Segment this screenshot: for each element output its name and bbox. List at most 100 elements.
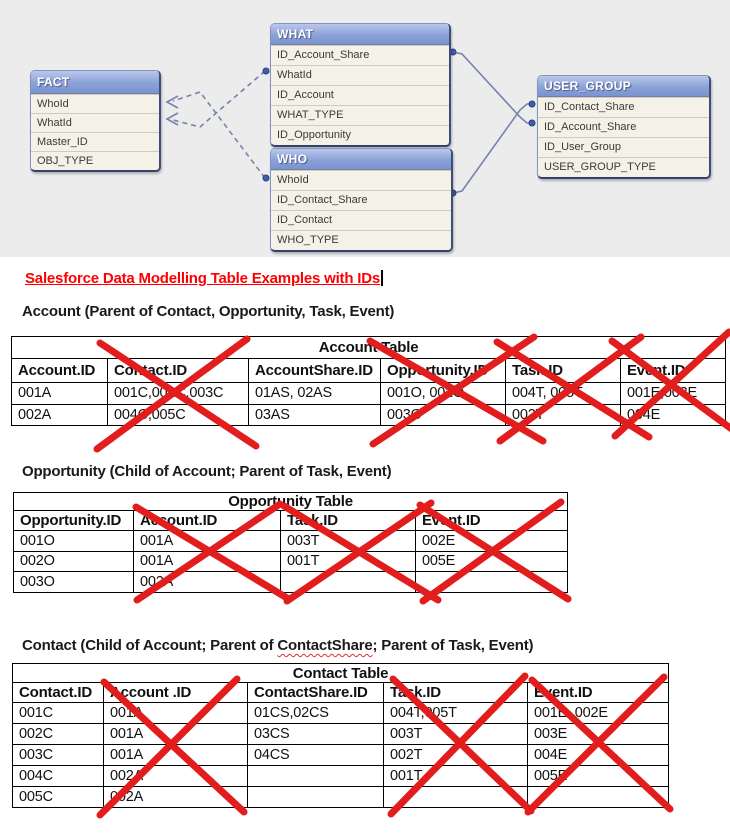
column-header: AccountShare.ID [248, 358, 381, 383]
table-cell: 004T,005T [383, 702, 528, 724]
table-cell: 01AS, 02AS [248, 382, 381, 405]
document-title: Salesforce Data Modelling Table Examples… [25, 270, 384, 287]
link-what-to-fact [172, 70, 266, 128]
table-cell: 002T [505, 403, 621, 426]
table-cell: 03CS [247, 723, 384, 745]
table-cell: 005C [12, 786, 104, 808]
table-cell: 03AS [248, 403, 381, 426]
table-cell: 001E, 002E [526, 702, 670, 724]
table-cell: 004E [619, 403, 727, 426]
er-field: ID_Opportunity [271, 125, 449, 145]
link-who-to-fact [172, 91, 266, 179]
column-header: Account.ID [11, 358, 108, 383]
column-header: Task.ID [505, 358, 621, 383]
table-cell: 04CS [247, 744, 384, 766]
table-cell [280, 571, 416, 593]
er-field: WhoId [271, 170, 451, 190]
document-title-text: Salesforce Data Modelling Table Examples… [25, 270, 381, 287]
column-header: Task.ID [383, 682, 528, 703]
connector-dot [528, 100, 536, 108]
table-cell: 001A [103, 744, 248, 766]
er-field: WhoId [31, 94, 159, 113]
table-cell: 001A [103, 723, 248, 745]
table-cell: 003T [383, 723, 528, 745]
table-cell [247, 765, 384, 787]
table-cell: 001O [13, 530, 134, 552]
table-title: Opportunity Table [12, 492, 569, 511]
table-cell: 005E [414, 550, 569, 572]
arrowhead-fact-whatid [165, 112, 179, 126]
table-title: Account Table [10, 336, 727, 359]
er-field: USER_GROUP_TYPE [538, 157, 709, 177]
column-header: Contact.ID [12, 682, 104, 703]
er-table-title: USER_GROUP [538, 76, 709, 97]
er-field: WhatId [271, 65, 449, 85]
column-header: Account .ID [103, 682, 248, 703]
table-cell: 003O [380, 403, 506, 426]
er-field: ID_Account_Share [271, 45, 449, 65]
table-cell: 002T [383, 744, 528, 766]
er-field: ID_Account_Share [538, 117, 709, 137]
er-table-title: FACT [31, 71, 159, 94]
table-cell: 001A [11, 382, 108, 405]
table-cell: 002A [11, 403, 108, 426]
table-cell: 001C [12, 702, 104, 724]
section-heading-account: Account (Parent of Contact, Opportunity,… [22, 303, 395, 320]
table-cell: 002A [133, 571, 281, 593]
table-cell: 004C,005C [107, 403, 249, 426]
table-cell [383, 786, 528, 808]
column-header: Event.ID [526, 682, 670, 703]
link-who-to-usergroup [452, 103, 534, 194]
table-cell: 003E [526, 723, 670, 745]
column-header: Event.ID [414, 510, 569, 531]
er-field: WHAT_TYPE [271, 105, 449, 125]
table-cell: 01CS,02CS [247, 702, 384, 724]
table-cell: 003C [12, 744, 104, 766]
table-cell: 001A [133, 530, 281, 552]
section-heading-opportunity: Opportunity (Child of Account; Parent of… [22, 463, 392, 480]
er-field: ID_Contact_Share [271, 190, 451, 210]
er-table-title: WHO [271, 149, 451, 170]
table-cell: 002E [414, 530, 569, 552]
table-cell: 004C [12, 765, 104, 787]
table-cell: 001A [103, 702, 248, 724]
table-cell: 001E,003E [619, 382, 727, 405]
connector-dot [262, 174, 270, 182]
connector-dot [528, 119, 536, 127]
table-cell: 002C [12, 723, 104, 745]
table-cell: 001T [280, 550, 416, 572]
table-cell: 004E [526, 744, 670, 766]
connector-dot [262, 67, 270, 75]
er-field: OBJ_TYPE [31, 151, 159, 170]
section-heading-contact: Contact (Child of Account; Parent of Con… [22, 637, 534, 654]
table-cell [526, 786, 670, 808]
table-cell: 003T [280, 530, 416, 552]
er-field: WHO_TYPE [271, 230, 451, 250]
er-field: WhatId [31, 113, 159, 132]
table-cell: 001T [383, 765, 528, 787]
column-header: Account.ID [133, 510, 281, 531]
table-cell [247, 786, 384, 808]
column-header: Opportunity.ID [13, 510, 134, 531]
er-field: ID_Account [271, 85, 449, 105]
column-header: ContactShare.ID [247, 682, 384, 703]
arrowhead-fact-whoid [165, 95, 179, 109]
link-what-to-usergroup [452, 51, 534, 124]
